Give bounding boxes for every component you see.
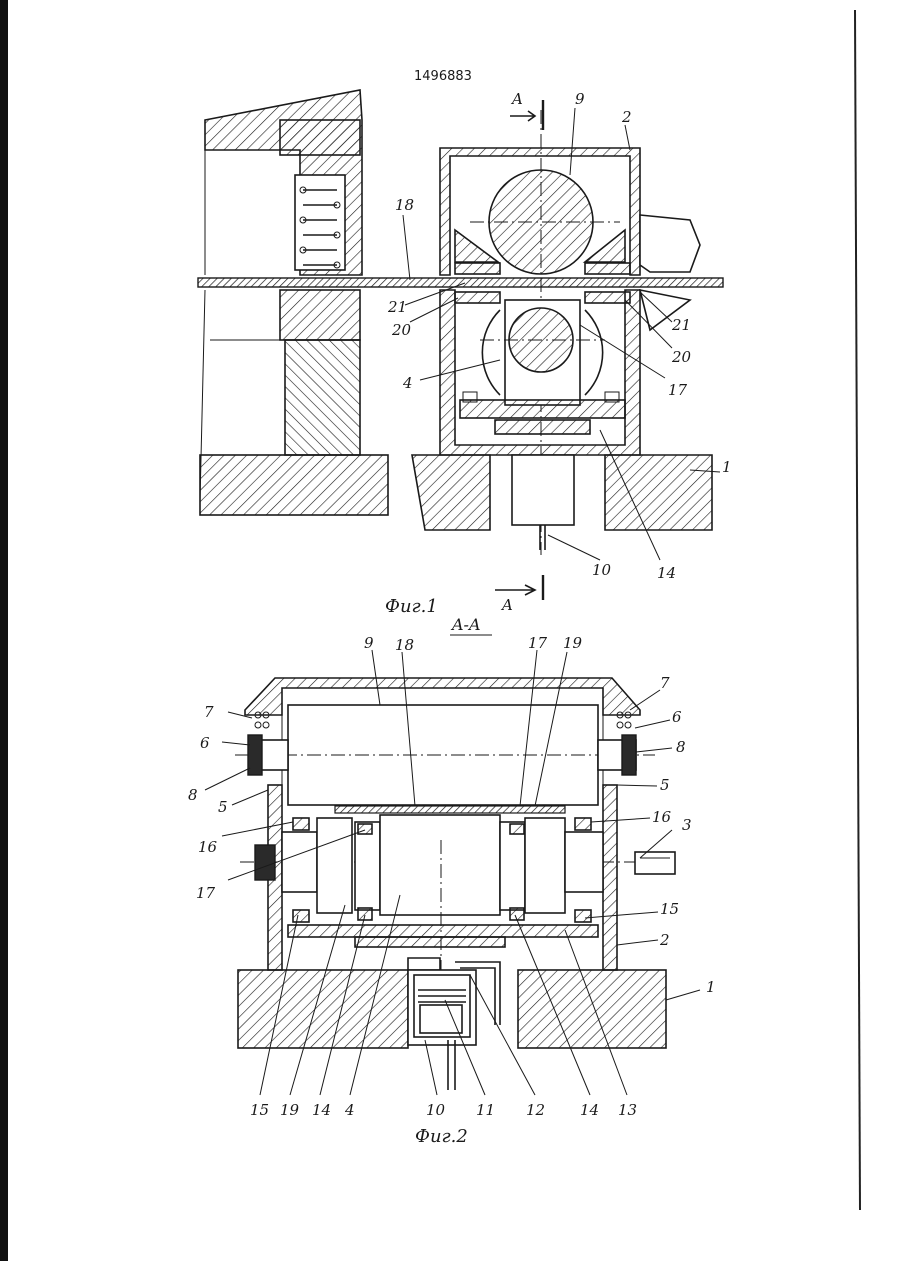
fig1-spring	[295, 175, 345, 270]
fig1-base	[412, 455, 712, 550]
fig2-base	[238, 958, 666, 1090]
fig2-label-8-left: 8	[188, 786, 198, 804]
figure-1: A A 9 2 18 21 20 21 20 4 17 1	[198, 90, 732, 617]
fig1-lower-box	[440, 290, 690, 455]
fig2-label-15-bottom: 15	[250, 1101, 269, 1119]
fig1-label-21-right: 21	[671, 316, 691, 334]
fig2-label-1: 1	[706, 978, 716, 996]
fig2-label-6-left: 6	[200, 734, 210, 752]
fig2-label-3: 3	[682, 816, 692, 834]
fig1-label-14: 14	[657, 564, 676, 582]
fig2-label-6-right: 6	[672, 708, 682, 726]
fig1-left-housing	[200, 90, 388, 515]
fig2-label-16-left: 16	[198, 838, 218, 856]
fig2-label-7-left: 7	[204, 703, 214, 721]
fig1-support-plate	[460, 400, 625, 418]
fig2-label-5-right: 5	[660, 776, 670, 794]
fig2-label-5-left: 5	[218, 798, 228, 816]
fig2-support-plate	[288, 925, 598, 937]
fig1-label-20-left: 20	[391, 321, 412, 339]
fig2-label-4: 4	[344, 1101, 355, 1119]
fig1-label-9: 9	[575, 90, 585, 108]
fig1-label-21-left: 21	[387, 298, 407, 316]
fig2-label-19-bottom: 19	[280, 1101, 300, 1119]
section-marker-bottom: A	[500, 596, 513, 614]
fig2-label-7-right: 7	[660, 674, 670, 692]
fig1-label-1: 1	[722, 458, 732, 476]
fig2-label-13: 13	[618, 1101, 637, 1119]
fig1-caption: Фиг.1	[385, 596, 438, 617]
fig1-label-10: 10	[592, 561, 612, 579]
fig2-label-15-right: 15	[660, 900, 679, 918]
fig2-label-14-bottom-right: 14	[580, 1101, 599, 1119]
fig2-label-11: 11	[476, 1101, 495, 1119]
fig1-label-4: 4	[402, 374, 413, 392]
fig2-label-14-bottom-left: 14	[312, 1101, 331, 1119]
fig1-label-17: 17	[668, 381, 688, 399]
fig2-label-19-top: 19	[563, 634, 583, 652]
patent-number: 1496883	[414, 69, 472, 84]
fig2-label-16-right: 16	[652, 808, 672, 826]
fig1-label-18: 18	[395, 196, 414, 214]
fig2-label-8-right: 8	[676, 738, 686, 756]
fig1-label-2: 2	[621, 108, 632, 126]
fig2-strip	[335, 806, 565, 813]
fig2-label-10: 10	[426, 1101, 446, 1119]
fig2-label-12: 12	[526, 1101, 545, 1119]
fig2-label-18: 18	[395, 636, 414, 654]
fig1-cylinder	[512, 455, 574, 525]
fig2-caption: Фиг.2	[415, 1126, 468, 1147]
fig1-upper-box	[440, 148, 700, 275]
fig1-strip	[198, 278, 723, 287]
fig2-label-17-top: 17	[528, 634, 548, 652]
fig1-label-20-right: 20	[671, 348, 692, 366]
fig2-label-9: 9	[364, 634, 374, 652]
figure-2: 9 18 17 19 7 6 8 5 7 6 8 5 16 17 16 3 15…	[188, 634, 716, 1147]
section-title: A-A	[450, 615, 481, 634]
fig2-label-2: 2	[659, 931, 670, 949]
page-borders	[0, 0, 860, 1261]
section-marker-top: A	[510, 90, 523, 108]
fig2-label-17-left: 17	[196, 884, 216, 902]
fig2-upper-roll	[235, 705, 655, 805]
